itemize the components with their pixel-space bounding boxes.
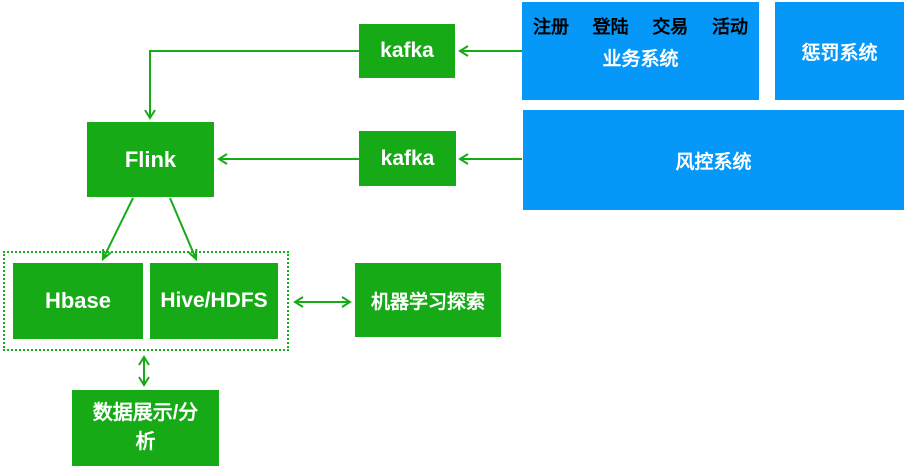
node-ml-explore: 机器学习探索	[355, 263, 501, 337]
arrow-storage-to-ml	[293, 296, 352, 308]
node-punish-system: 惩罚系统	[775, 2, 904, 100]
node-kafka-mid: kafka	[359, 131, 456, 186]
node-hbase: Hbase	[13, 263, 143, 339]
tag-login: 登陆	[592, 17, 629, 37]
arrow-storage-to-display	[138, 355, 150, 387]
risk-system-label: 风控系统	[675, 151, 752, 173]
kafka-top-label: kafka	[380, 39, 434, 62]
arrow-kafka-to-flink-elbow	[144, 50, 359, 120]
hive-hdfs-label: Hive/HDFS	[160, 289, 268, 312]
arrow-flink-to-hbase	[101, 197, 134, 262]
node-flink: Flink	[87, 122, 214, 197]
flink-label: Flink	[124, 146, 177, 172]
node-risk-system: 风控系统	[523, 110, 904, 210]
ml-explore-label: 机器学习探索	[370, 291, 485, 313]
node-hive-hdfs: Hive/HDFS	[150, 263, 278, 339]
arrow-kafka-to-flink	[217, 153, 359, 165]
tag-activity: 活动	[711, 17, 748, 37]
arrow-business-to-kafka	[458, 45, 522, 57]
business-system-label: 业务系统	[602, 49, 679, 70]
hbase-label: Hbase	[44, 288, 112, 313]
node-data-display: 数据展示/分析	[72, 390, 219, 466]
data-display-label: 数据展示/分析	[92, 402, 199, 453]
node-kafka-top: kafka	[359, 24, 455, 78]
punish-system-label: 惩罚系统	[801, 42, 878, 64]
kafka-mid-label: kafka	[380, 146, 435, 170]
node-business-system: 注册 登陆 交易 活动 业务系统	[522, 2, 759, 100]
storage-group-border	[3, 251, 289, 351]
tag-register: 注册	[533, 17, 569, 37]
tag-trade: 交易	[652, 17, 689, 37]
business-system-tags: 注册 登陆 交易 活动	[522, 13, 759, 39]
arrow-risk-to-kafka	[458, 153, 522, 165]
arrow-flink-to-hive	[169, 197, 198, 262]
